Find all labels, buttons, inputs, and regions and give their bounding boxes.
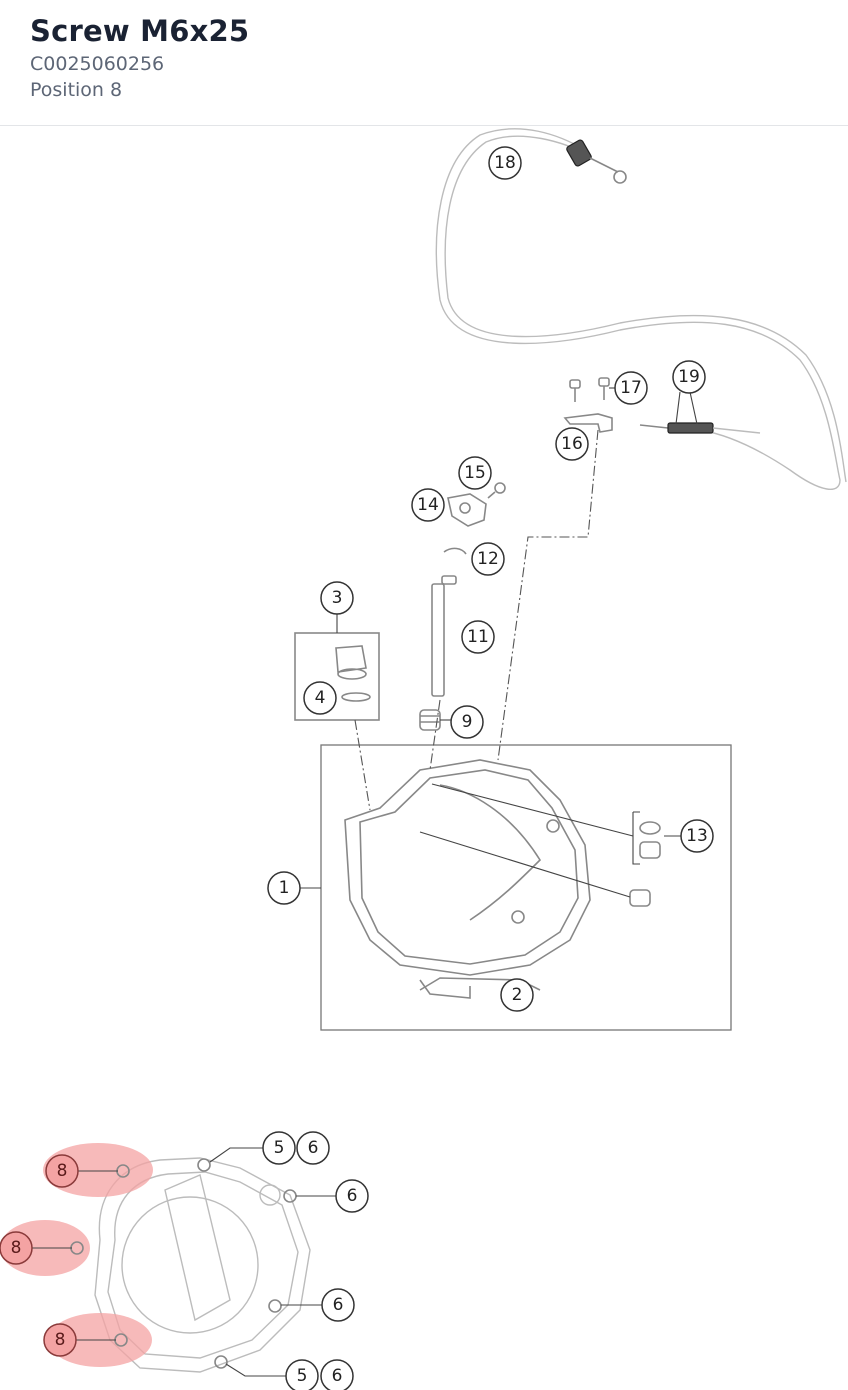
svg-text:2: 2	[512, 985, 523, 1005]
svg-text:18: 18	[494, 153, 516, 173]
part-position: Position 8	[30, 79, 123, 101]
svg-text:5: 5	[274, 1138, 285, 1158]
svg-text:8: 8	[55, 1330, 66, 1350]
callout-8-top[interactable]: 8	[45, 1154, 79, 1188]
cable-end-fitting	[566, 139, 627, 184]
svg-text:8: 8	[11, 1238, 22, 1258]
svg-text:4: 4	[315, 688, 326, 708]
svg-text:9: 9	[462, 712, 473, 732]
callout-12[interactable]: 12	[471, 542, 505, 576]
svg-text:5: 5	[297, 1366, 308, 1386]
callout-6-right-top[interactable]: 6	[335, 1179, 369, 1213]
callout-1[interactable]: 1	[267, 871, 301, 905]
callout-18[interactable]: 18	[488, 146, 522, 180]
svg-text:6: 6	[332, 1366, 343, 1386]
callout-9[interactable]: 9	[450, 705, 484, 739]
callout-17[interactable]: 17	[614, 371, 648, 405]
svg-text:8: 8	[57, 1161, 68, 1181]
retaining-clip	[443, 547, 467, 555]
clutch-shaft	[431, 575, 457, 697]
svg-text:3: 3	[332, 588, 343, 608]
bracket-screws	[569, 377, 610, 402]
lever-screw	[487, 482, 506, 499]
seal-bushings	[629, 811, 661, 907]
callout-6-bottom[interactable]: 6	[320, 1359, 354, 1390]
cable-sleeve	[639, 422, 761, 434]
clutch-cable	[435, 128, 847, 490]
callout-5-top[interactable]: 5	[262, 1131, 296, 1165]
part-header: Screw M6x25 C0025060256 Position 8	[0, 0, 848, 126]
svg-text:17: 17	[620, 378, 642, 398]
part-number: C0025060256	[30, 53, 165, 75]
svg-text:14: 14	[417, 495, 439, 515]
part-title: Screw M6x25	[30, 14, 250, 48]
svg-text:1: 1	[279, 878, 290, 898]
svg-text:15: 15	[464, 463, 486, 483]
callout-3[interactable]: 3	[320, 581, 354, 615]
callout-6-right-bottom[interactable]: 6	[321, 1288, 355, 1322]
svg-text:12: 12	[477, 549, 499, 569]
callout-13[interactable]: 13	[680, 819, 714, 853]
callout-16[interactable]: 16	[555, 427, 589, 461]
callout-11[interactable]: 11	[461, 620, 495, 654]
callout-15[interactable]: 15	[458, 456, 492, 490]
svg-text:16: 16	[561, 434, 583, 454]
callout-4[interactable]: 4	[303, 681, 337, 715]
callout-6-top[interactable]: 6	[296, 1131, 330, 1165]
svg-text:19: 19	[678, 367, 700, 387]
cable-bracket	[563, 413, 613, 433]
svg-text:13: 13	[686, 826, 708, 846]
svg-text:11: 11	[467, 627, 489, 647]
callout-2[interactable]: 2	[500, 978, 534, 1012]
svg-text:6: 6	[308, 1138, 319, 1158]
callout-19[interactable]: 19	[672, 360, 706, 394]
callout-14[interactable]: 14	[411, 488, 445, 522]
callout-8-bottom[interactable]: 8	[43, 1323, 77, 1357]
callout-8-middle[interactable]: 8	[0, 1231, 33, 1265]
svg-text:6: 6	[333, 1295, 344, 1315]
clutch-lever	[447, 493, 487, 527]
cover-outer-view	[94, 1157, 311, 1373]
callout-5-bottom[interactable]: 5	[285, 1359, 319, 1390]
svg-text:6: 6	[347, 1186, 358, 1206]
